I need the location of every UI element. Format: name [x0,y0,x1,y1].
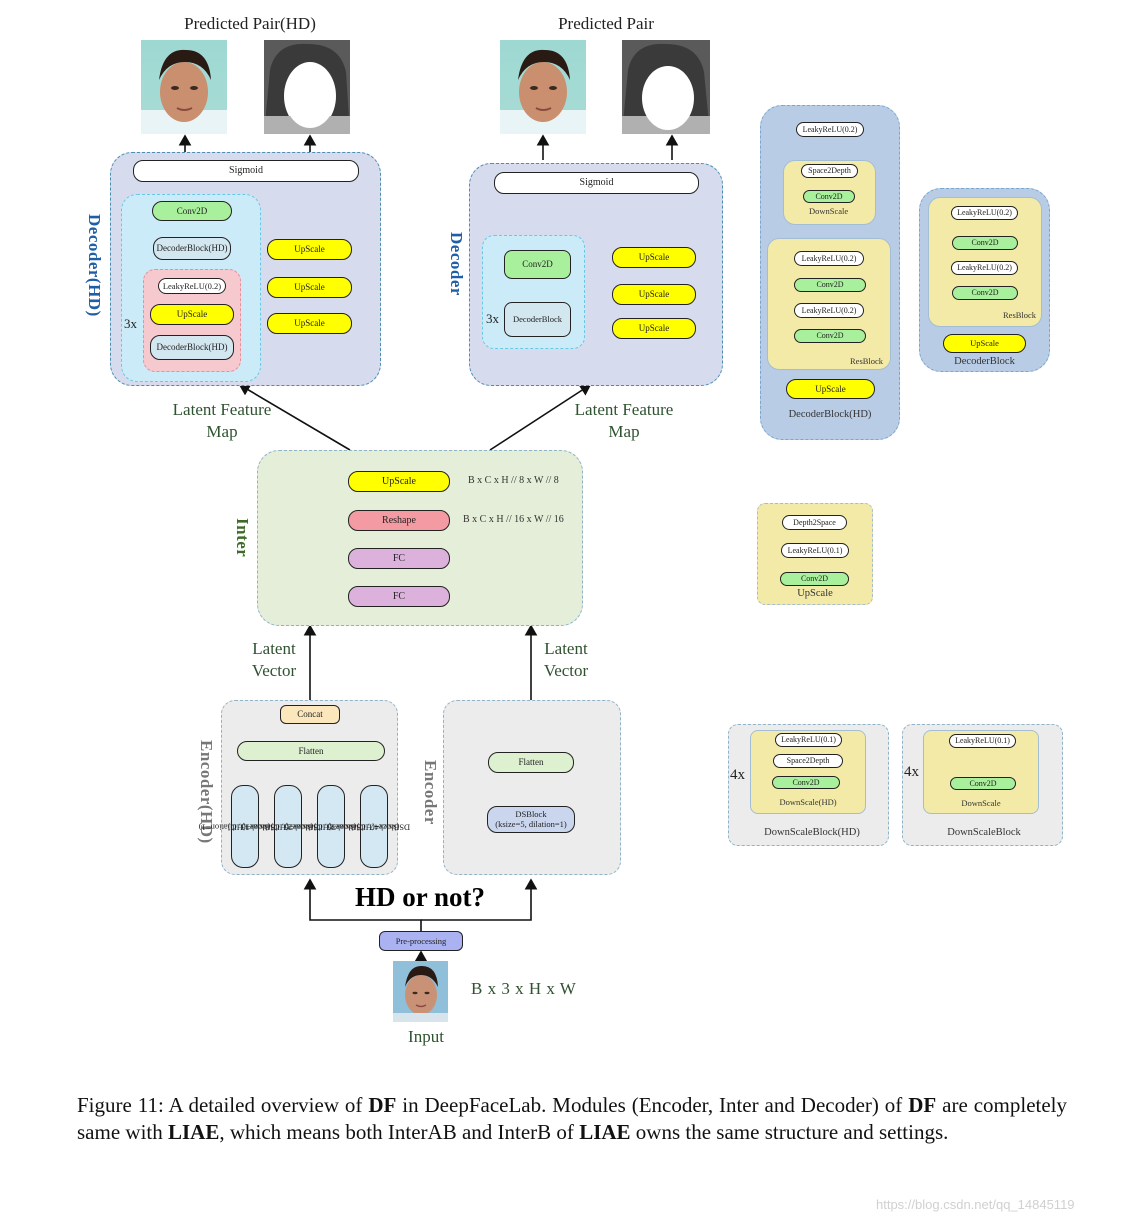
face-image [500,40,586,134]
input-face-image [393,961,448,1022]
inter-fc-1: FC [348,548,450,569]
db-upscale: UpScale [943,334,1026,353]
upscale-hd-inner: UpScale [150,304,234,325]
decoder-upscale-1: UpScale [612,247,696,268]
inter-reshape: Reshape [348,510,450,531]
us-depth2space: Depth2Space [782,515,847,530]
dsblock2-hd: DSBlock2(HD)(ksize=5, dilation=1) [243,785,324,868]
dsb-leaky: LeakyReLU(0.1) [949,734,1016,748]
dsblock4-hd: DSBlock4(HD)(ksize=7, dilation=2) [329,785,410,868]
dsb-title: DownScaleBlock [947,827,1021,838]
dbhd-res-leaky-1: LeakyReLU(0.2) [794,251,864,266]
dsbhd-downscale: DownScale(HD) [779,797,837,807]
encoder-hd-label: Encoder(HD) [197,740,216,844]
sigmoid-hd: Sigmoid [133,160,359,182]
dbhd-space2depth: Space2Depth [801,164,858,178]
us-leaky: LeakyReLU(0.1) [781,543,849,558]
latent-feature-map-label-left: Latent Feature Map [172,400,272,442]
face-image-hd [141,40,227,134]
db-resblock-label: ResBlock [1003,310,1037,320]
db-title: DecoderBlock [954,356,1015,367]
inter-dim-1: B x C x H // 8 x W // 8 [468,475,559,486]
dbhd-res-leaky-2: LeakyReLU(0.2) [794,303,864,318]
sigmoid: Sigmoid [494,172,699,194]
mask-image-hd [264,40,350,134]
inner-decoderblock-hd: DecoderBlock(HD) [150,335,234,360]
decoder-decoderblock: DecoderBlock [504,302,571,337]
dsb-repeat: 4x [904,764,919,780]
decoder-label: Decoder [447,232,466,296]
watermark: https://blog.csdn.net/qq_14845119 [876,1197,1075,1212]
dsblock3-hd: DSBlock3(HD)(ksize=5, dilation=2) [286,785,367,868]
dbhd-leaky-top: LeakyReLU(0.2) [796,122,864,137]
dsbhd-space2depth: Space2Depth [773,754,843,768]
encoder-label: Encoder [421,760,440,825]
upscale-hd-3: UpScale [267,313,352,334]
decoderblock-hd-node: DecoderBlock(HD) [153,237,231,260]
latent-feature-map-label-right: Latent Feature Map [574,400,674,442]
decoder-hd-repeat: 3x [124,316,137,331]
db-conv-1: Conv2D [952,236,1018,250]
decoder-upscale-2: UpScale [612,284,696,305]
dsbhd-repeat: 4x [730,767,745,783]
db-leaky-2: LeakyReLU(0.2) [951,261,1018,275]
dsbhd-title: DownScaleBlock(HD) [764,827,860,838]
dbhd-title: DecoderBlock(HD) [788,409,872,420]
dsbhd-leaky: LeakyReLU(0.1) [775,733,842,747]
decoder-upscale-3: UpScale [612,318,696,339]
upscale-hd-2: UpScale [267,277,352,298]
db-conv-2: Conv2D [952,286,1018,300]
encoder-panel [443,700,621,875]
inter-label: Inter [233,518,252,558]
conv2d-hd: Conv2D [152,201,232,221]
dsb-downscale: DownScale [961,798,1001,808]
us-conv2d: Conv2D [780,572,849,586]
dbhd-downscale-label: DownScale [809,206,849,216]
dbhd-resblock-label: ResBlock [850,356,884,366]
upscale-hd-1: UpScale [267,239,352,260]
dbhd-conv2d: Conv2D [803,190,855,203]
encoder-hd-concat: Concat [280,705,340,724]
encoder-dsblock: DSBlock (ksize=5, dilation=1) [487,806,575,833]
latent-vector-label-left: Latent Vector [251,639,297,681]
input-label: Input [408,1027,444,1046]
latent-vector-label-right: Latent Vector [543,639,589,681]
dsb-conv2d: Conv2D [950,777,1016,790]
output-title: Predicted Pair [558,14,654,33]
encoder-hd-flatten: Flatten [237,741,385,761]
figure-caption: Figure 11: A detailed overview of DF in … [77,1093,1068,1144]
input-dim: B x 3 x H x W [471,979,577,998]
us-title: UpScale [797,588,833,599]
decoder-repeat: 3x [486,311,499,326]
output-hd-title: Predicted Pair(HD) [184,14,316,33]
hd-question: HD or not? [354,882,485,912]
decoder-conv2d: Conv2D [504,250,571,279]
preprocessing: Pre-processing [379,931,463,951]
db-leaky-1: LeakyReLU(0.2) [951,206,1018,220]
mask-image [622,40,710,134]
inter-upscale: UpScale [348,471,450,492]
decoder-hd-label: Decoder(HD) [85,214,104,317]
dbhd-res-conv-2: Conv2D [794,329,866,343]
dbhd-upscale: UpScale [786,379,875,399]
leakyrelu-hd: LeakyReLU(0.2) [158,278,226,294]
inter-fc-2: FC [348,586,450,607]
dsblock1-hd: DSBlock1(HD)(ksize=3, dilation=1) [200,785,281,868]
inter-dim-2: B x C x H // 16 x W // 16 [463,514,564,525]
dbhd-res-conv-1: Conv2D [794,278,866,292]
dsbhd-conv2d: Conv2D [772,776,840,789]
encoder-flatten: Flatten [488,752,574,773]
